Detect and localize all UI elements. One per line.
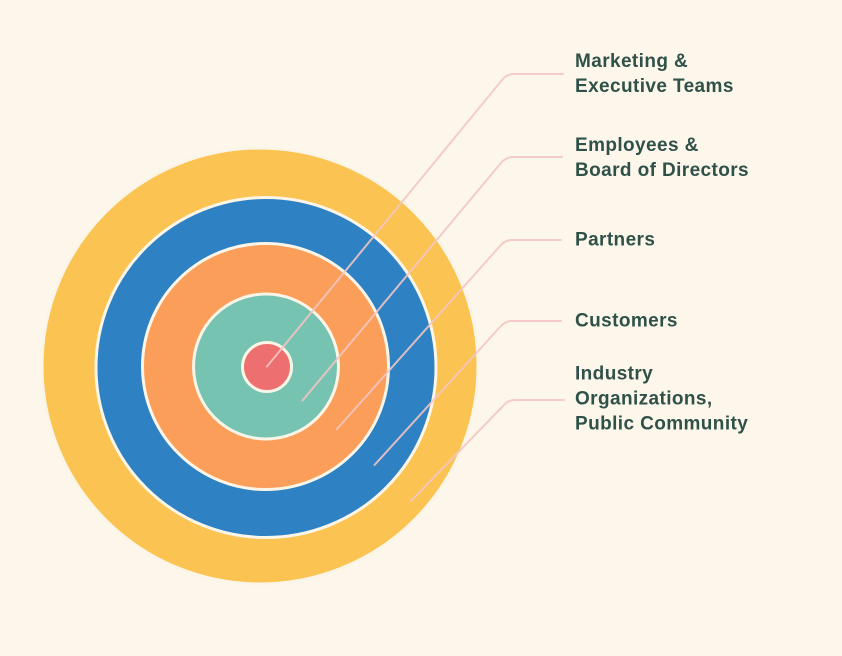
leader-line-marketing — [266, 73, 564, 368]
label-partners: Partners — [575, 229, 656, 251]
label-customers: Customers — [575, 310, 678, 332]
leader-line-customers — [373, 320, 562, 466]
leader-line-group — [266, 73, 565, 502]
label-marketing-executive-teams: Marketing & Executive Teams — [575, 51, 734, 97]
ring-group — [40, 146, 480, 586]
leader-line-employees — [301, 156, 563, 402]
label-industry-organizations-public-community: Industry Organizations, Public Community — [575, 363, 749, 435]
leader-line-partners — [336, 239, 562, 430]
label-employees-board-of-directors: Employees & Board of Directors — [575, 135, 750, 181]
leader-line-industry — [410, 399, 565, 502]
